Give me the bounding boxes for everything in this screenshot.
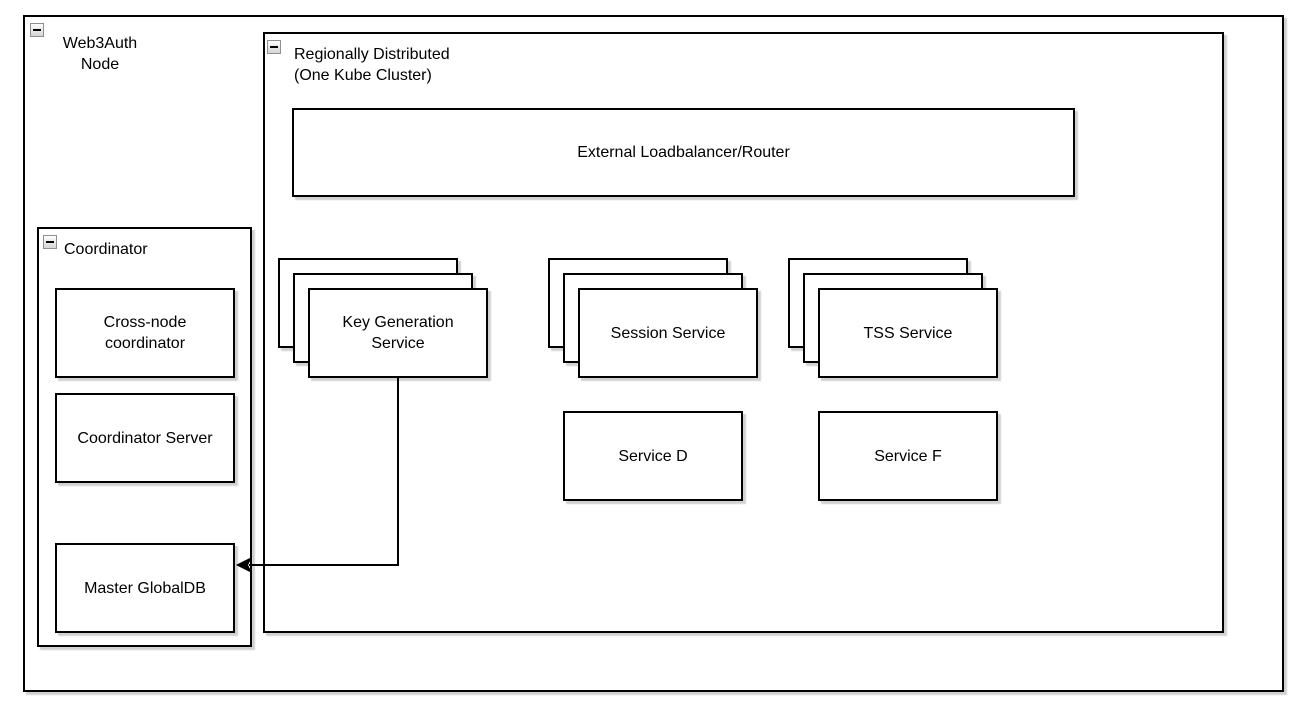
master-globaldb-box: Master GlobalDB [55,543,235,633]
key-generation-service-box: Key Generation Service [308,288,488,378]
minus-icon [46,241,54,243]
web3auth-node-label: Web3Auth Node [62,35,138,73]
external-loadbalancer-label: External Loadbalancer/Router [577,144,790,161]
coordinator-server-box: Coordinator Server [55,393,235,483]
collapse-icon[interactable] [267,40,281,54]
session-service-box: Session Service [578,288,758,378]
tss-service-label: TSS Service [863,324,953,342]
service-f-label: Service F [874,447,942,465]
cross-node-coordinator-box: Cross-node coordinator [55,288,235,378]
external-loadbalancer-box: External Loadbalancer/Router [292,108,1075,197]
cross-node-coordinator-label: Cross-node coordinator [103,314,187,352]
minus-icon [270,46,278,48]
regionally-distributed-label: Regionally Distributed (One Kube Cluster… [294,46,450,84]
coordinator-server-label: Coordinator Server [77,429,213,447]
key-generation-service-label: Key Generation Service [342,314,454,352]
tss-service-box: TSS Service [818,288,998,378]
master-globaldb-label: Master GlobalDB [84,579,206,597]
minus-icon [33,29,41,31]
service-d-box: Service D [563,411,743,501]
collapse-icon[interactable] [43,235,57,249]
collapse-icon[interactable] [30,23,44,37]
service-f-box: Service F [818,411,998,501]
session-service-label: Session Service [610,324,726,342]
coordinator-label: Coordinator [64,241,148,258]
service-d-label: Service D [618,447,688,465]
